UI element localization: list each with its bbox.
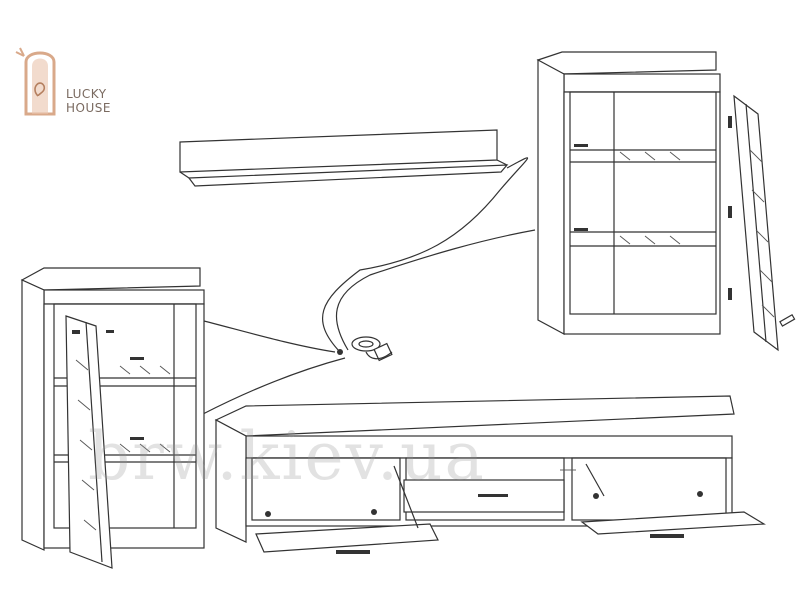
watermark-text: brw.kiev.ua xyxy=(88,418,486,495)
led-controller xyxy=(337,336,393,362)
tv-stand xyxy=(214,395,766,554)
led-cables xyxy=(199,157,536,415)
right-vitrine-cabinet xyxy=(536,51,796,352)
brand-name-line2: HOUSE xyxy=(66,101,111,115)
brand-name-line1: LUCKY xyxy=(66,87,107,101)
left-vitrine-cabinet xyxy=(20,267,205,569)
lucky-house-logo xyxy=(15,47,56,116)
arch-logo-icon xyxy=(15,47,56,116)
wall-shelf xyxy=(179,129,509,187)
